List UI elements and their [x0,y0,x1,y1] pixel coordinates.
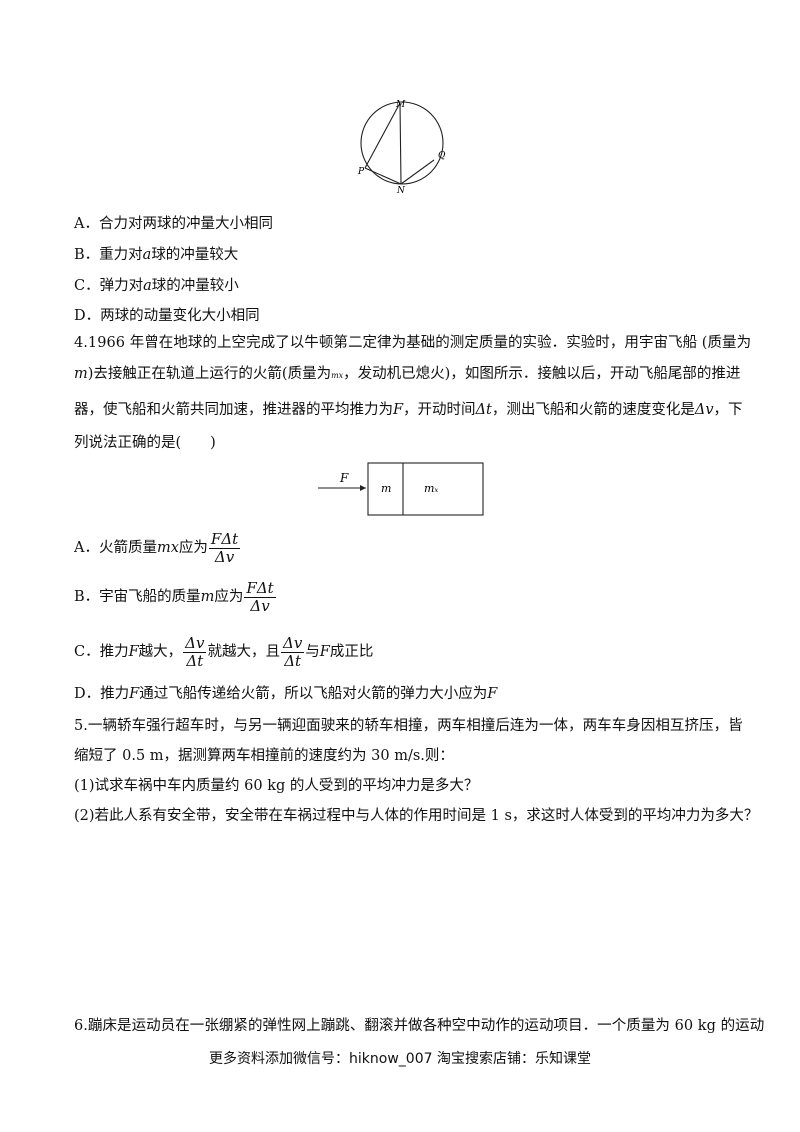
q4-var-m: m [74,366,88,382]
force-arrowhead [360,485,366,491]
q6-line-1: 6.蹦床是运动员在一张绷紧的弹性网上蹦跳、翻滚并做各种空中动作的运动项目．一个质… [74,1018,765,1034]
q5-sub-question-2: (2)若此人系有安全带，安全带在车祸过程中与人体的作用时间是 1 s，求这时人体… [74,808,759,824]
label-m: M [395,100,406,110]
circle-diagram: M P N Q [357,100,446,194]
q4-option-c-var: F [128,644,139,660]
q4-line-3-text-1: 器，使飞船和火箭共同加速，推进器的平均推力为 [74,402,393,418]
q4-line-3-text-2: ，开动时间 [403,402,476,418]
q4-option-c-mid-3: 与 [305,644,320,660]
chord-pn [364,167,402,185]
q4-option-a-prefix: A．火箭质量 [74,540,157,556]
q4-line-1: 4.1966 年曾在地球的上空完成了以牛顿第二定律为基础的测定质量的实验．实验时… [74,335,752,351]
q4-option-a-var: mx [156,540,179,556]
q4-option-d-var: F [129,686,140,702]
q3-option-a: A．合力对两球的冲量大小相同 [74,216,273,232]
label-p: P [357,167,365,177]
q5-sub-question-1: (1)试求车祸中车内质量约 60 kg 的人受到的平均冲力是多大？ [74,778,479,794]
force-label: F [339,471,349,485]
label-n: N [396,186,406,194]
q5-line-1: 5.一辆轿车强行超车时，与另一辆迎面驶来的轿车相撞，两车相撞后连为一体，两车车身… [74,718,743,734]
label-q: Q [438,151,446,161]
circle-outline [360,101,444,185]
fraction-denominator: Δt [284,651,302,670]
chord-mp [364,102,401,169]
q4-option-b-var: m [200,589,215,605]
q4-line-2: m)去接触正在轨道上运行的火箭(质量为mx，发动机已熄火)，如图所示．接触以后，… [74,364,740,386]
q3-option-b-var: a [142,247,152,263]
fraction-numerator: Δv [183,633,207,653]
q4-option-b-suffix: 应为 [214,589,244,605]
q5-line-2: 缩短了 0.5 m，据测算两车相撞前的速度约为 30 m/s.则： [74,748,454,764]
q3-option-b: B．重力对a球的冲量较大 [74,245,238,265]
q4-option-c-mid-2: 就越大，且 [207,644,280,660]
q4-line-3: 器，使飞船和火箭共同加速，推进器的平均推力为F，开动时间Δt，测出飞船和火箭的速… [74,400,743,420]
q4-line-2-text-2: ，发动机已熄火)，如图所示．接触以后，开动飞船尾部的推进 [343,366,741,382]
q4-var-mx-small: mx [331,371,344,380]
q3-option-b-suffix: 球的冲量较大 [151,247,239,263]
fraction-numerator: FΔt [208,529,241,549]
chord-nq [400,159,435,185]
fraction-denominator: Δv [250,596,270,615]
q4-option-a-suffix: 应为 [178,540,208,556]
fraction-numerator: FΔt [244,578,276,598]
q4-option-c-suffix: 成正比 [329,644,374,660]
fraction-denominator: Δv [214,547,235,566]
chord-mn [399,102,402,185]
ship-rocket-box [367,462,484,516]
q4-option-c-var-2: F [319,644,330,660]
fraction-numerator: Δv [280,633,305,653]
ship-label: m [381,482,391,495]
q3-option-c-suffix: 球的冲量较小 [151,278,239,294]
fraction-denominator: Δt [186,651,204,670]
q4-option-d-var-2: F [487,686,498,702]
q4-var-f: F [393,402,404,418]
q3-option-c-var: a [143,278,152,294]
q4-option-c-mid-1: 越大， [138,644,183,660]
q4-option-d: D．推力F通过飞船传递给火箭，所以飞船对火箭的弹力大小应为F [74,684,497,704]
q3-option-c-prefix: C．弹力对 [74,278,144,294]
q4-var-dv: Δv [694,402,714,418]
q4-var-dt: Δt [475,402,492,418]
page-footer: 更多资料添加微信号：hiknow_007 淘宝搜索店铺：乐知课堂 [209,1051,591,1067]
q4-option-d-mid: 通过飞船传递给火箭，所以飞船对火箭的弹力大小应为 [139,686,488,702]
q4-option-d-prefix: D．推力 [74,686,130,702]
q3-option-b-prefix: B．重力对 [74,247,143,263]
q4-option-b-prefix: B．宇宙飞船的质量 [74,589,201,605]
rocket-label: mₓ [424,482,438,495]
q4-line-4: 列说法正确的是( ) [74,435,216,451]
q4-option-c-prefix: C．推力 [74,644,129,660]
ship-rocket-diagram: F m mₓ [318,462,484,516]
q3-option-d: D．两球的动量变化大小相同 [74,308,260,324]
q4-line-3-text-4: ，下 [713,402,743,418]
q4-line-3-text-3: ，测出飞船和火箭的速度变化是 [491,402,695,418]
q3-option-c: C．弹力对a球的冲量较小 [74,276,239,296]
q4-line-2-text-1: )去接触正在轨道上运行的火箭(质量为 [87,366,332,382]
